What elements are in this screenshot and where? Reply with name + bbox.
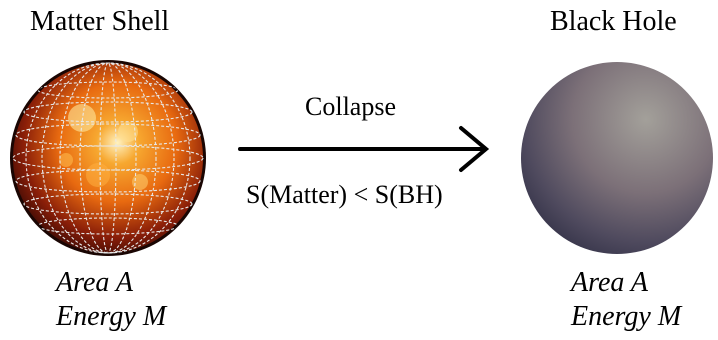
bh-energy-label: Energy M [571, 301, 682, 332]
entropy-inequality-label: S(Matter) < S(BH) [246, 180, 443, 209]
matter-shell-title: Matter Shell [30, 6, 170, 37]
matter-shell-sphere [10, 60, 206, 256]
matter-area-label: Area A [56, 267, 133, 298]
bh-area-label: Area A [571, 267, 648, 298]
black-hole-title: Black Hole [550, 6, 677, 37]
collapse-label: Collapse [305, 92, 396, 121]
collapse-arrow [238, 126, 490, 172]
black-hole-sphere [521, 62, 713, 254]
matter-energy-label: Energy M [56, 301, 167, 332]
